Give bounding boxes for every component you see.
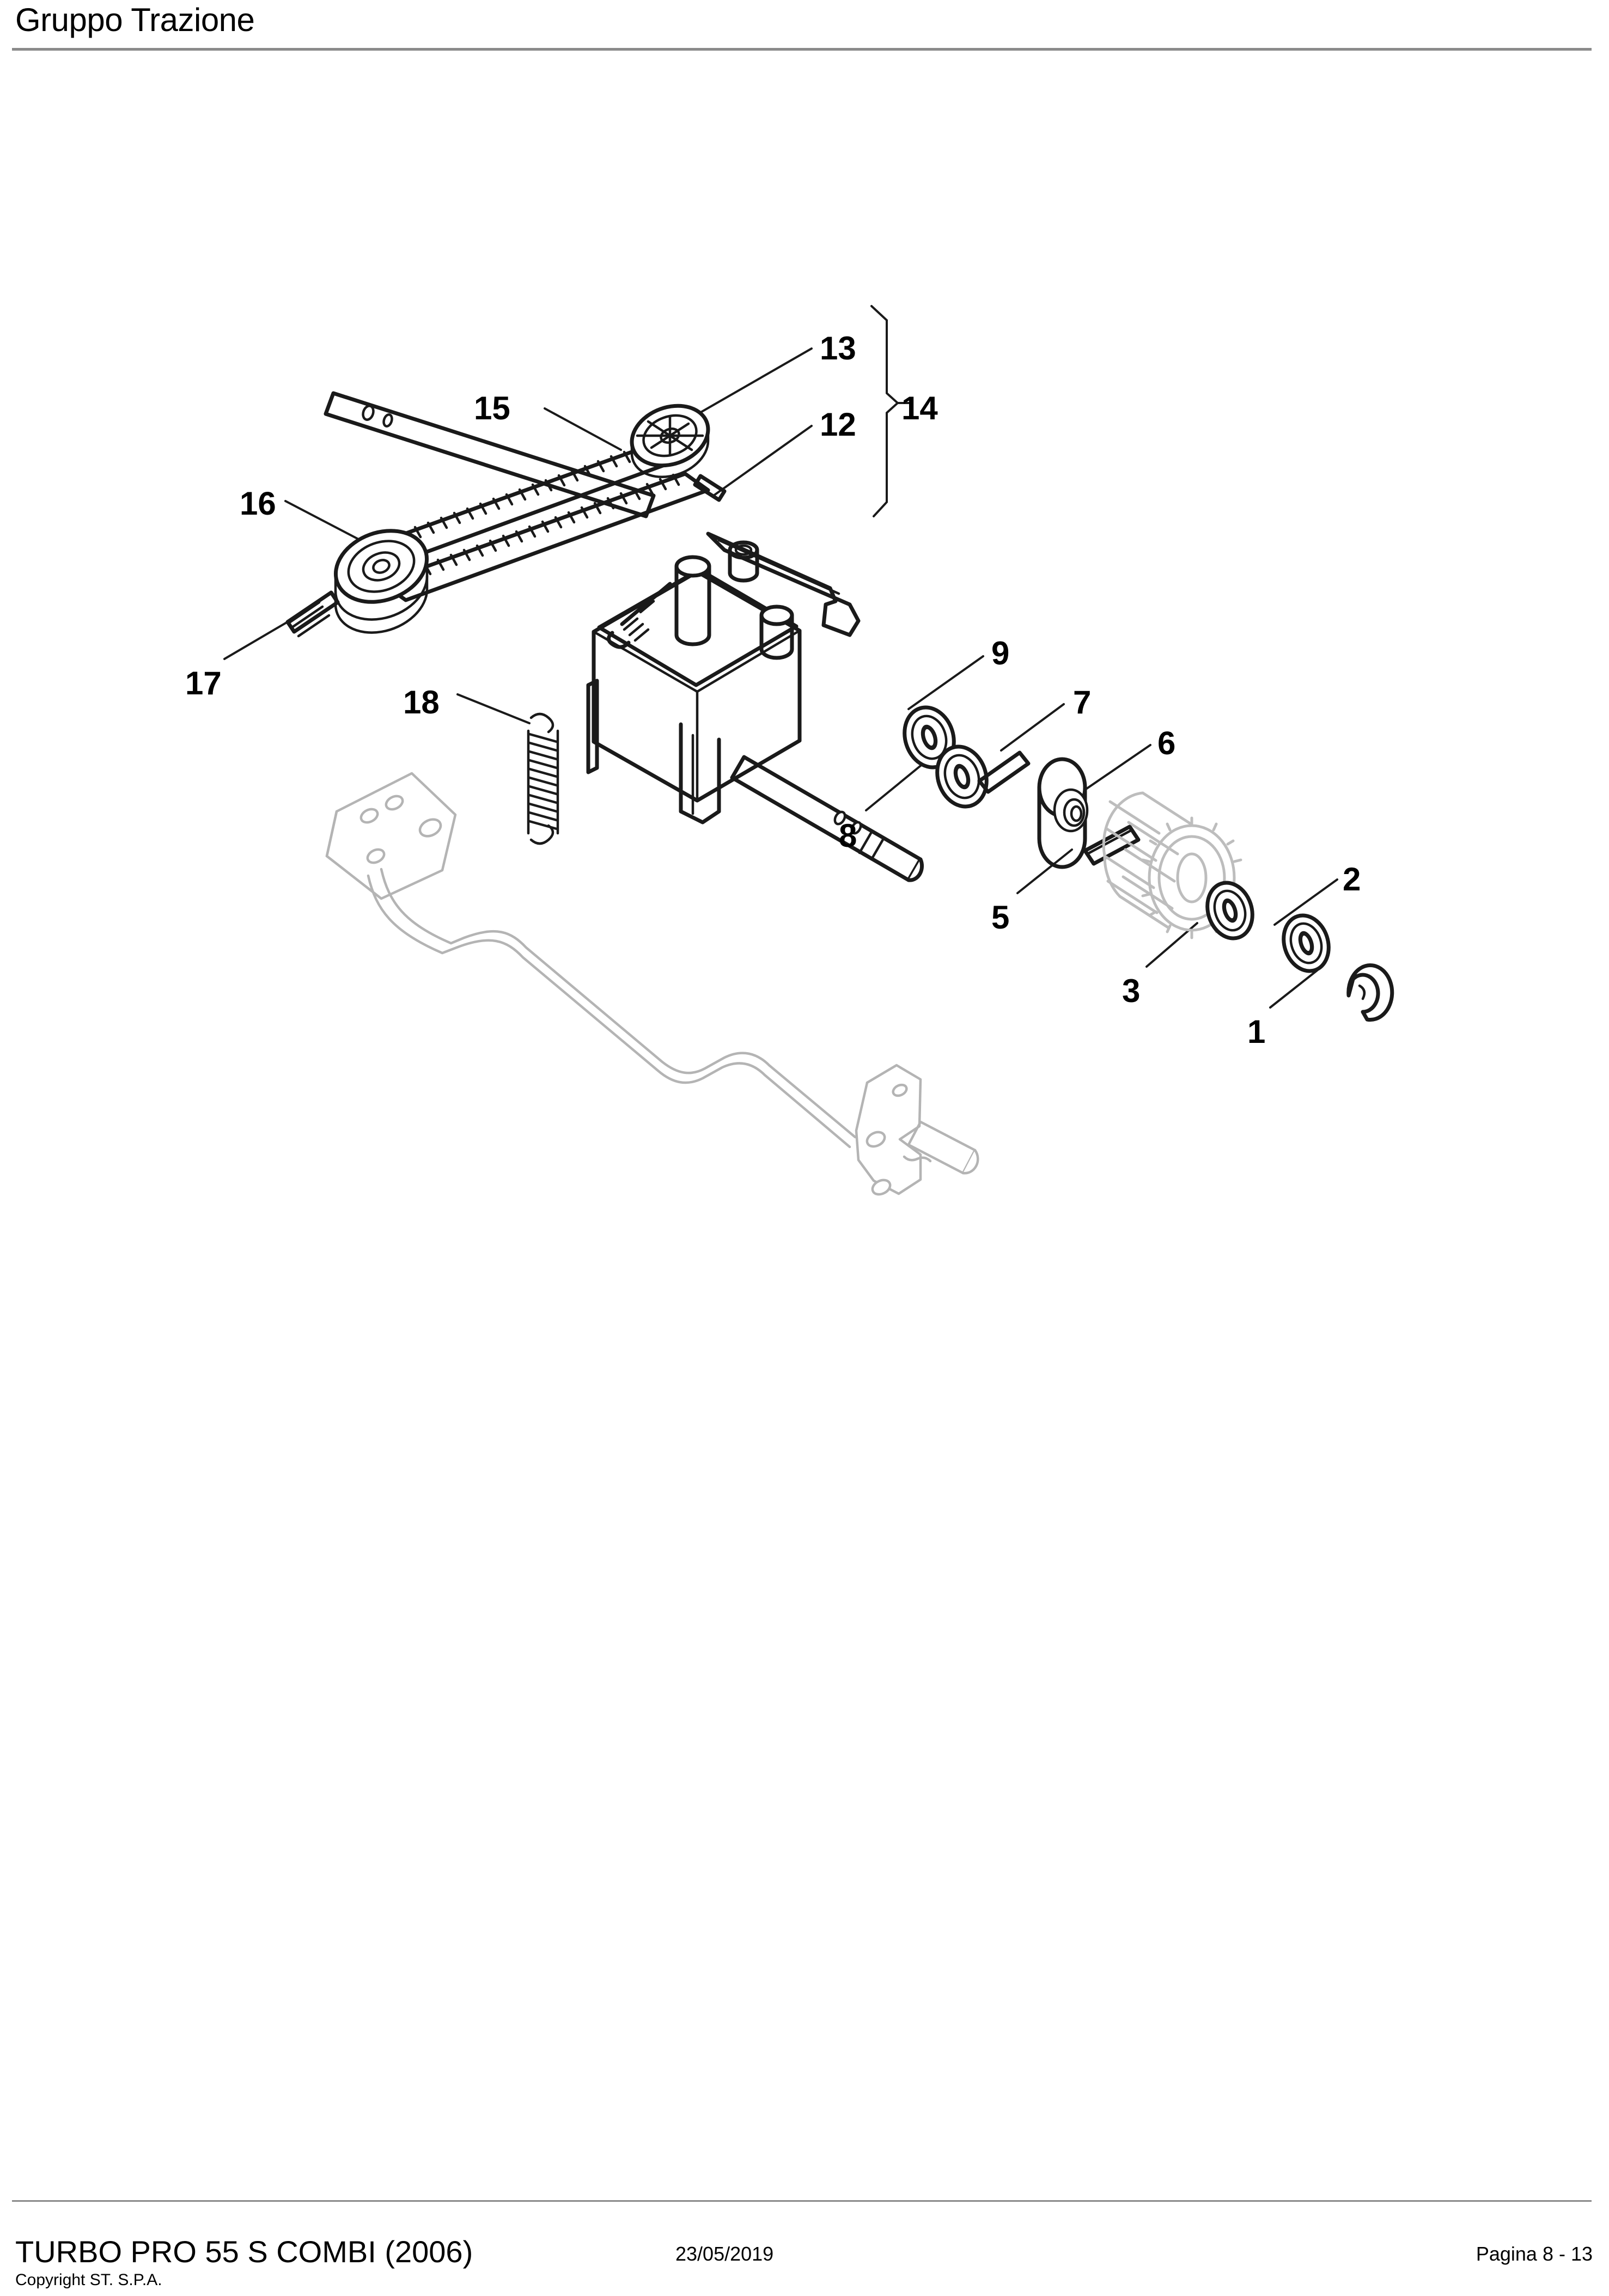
upper-rod — [324, 391, 656, 518]
roll-pin-7 — [977, 750, 1031, 794]
spring-pin-17 — [285, 590, 340, 638]
callout-label-18: 18 — [403, 684, 440, 720]
callout-label-14: 14 — [901, 390, 938, 426]
exploded-parts-diagram: .k { fill:none; stroke:#1a1a1a; stroke-w… — [0, 60, 1609, 2173]
callout-label-6: 6 — [1157, 725, 1176, 761]
tension-spring-18 — [527, 712, 559, 845]
gear — [1102, 791, 1242, 939]
pulley-lower — [333, 529, 429, 634]
header-divider — [12, 48, 1592, 51]
callout-label-8: 8 — [839, 817, 857, 854]
footer-model-name: TURBO PRO 55 S COMBI (2006) — [15, 2234, 473, 2269]
callout-label-3: 3 — [1122, 973, 1141, 1009]
callout-label-17: 17 — [185, 665, 222, 701]
leader-lines — [223, 305, 1338, 1009]
gearbox-housing — [586, 474, 924, 882]
page-footer: TURBO PRO 55 S COMBI (2006) Copyright ST… — [0, 2200, 1609, 2296]
callout-label-9: 9 — [991, 635, 1010, 671]
callout-label-12: 12 — [820, 406, 856, 443]
callout-label-7: 7 — [1073, 684, 1092, 720]
pulley-upper — [630, 404, 710, 479]
belt-and-pulley-assembly — [324, 391, 710, 634]
footer-copyright: Copyright ST. S.P.A. — [15, 2271, 162, 2289]
callout-label-5: 5 — [991, 899, 1010, 936]
washer-8 — [935, 744, 989, 809]
bushing-6 — [1037, 757, 1089, 869]
pedal-linkage-assembly — [325, 772, 979, 1196]
callout-label-2: 2 — [1343, 861, 1361, 897]
washer-9 — [903, 705, 956, 770]
footer-divider — [12, 2200, 1592, 2202]
callout-label-1: 1 — [1247, 1013, 1266, 1050]
washer-3 — [1205, 881, 1254, 941]
right-bracket — [855, 1064, 979, 1196]
callout-label-15: 15 — [474, 390, 510, 426]
mounting-plate — [325, 772, 457, 900]
washer-2 — [1282, 913, 1331, 973]
diagram-svg: .k { fill:none; stroke:#1a1a1a; stroke-w… — [223, 305, 1394, 1196]
footer-page-number: Pagina 8 - 13 — [1476, 2243, 1593, 2265]
callout-label-13: 13 — [820, 330, 856, 367]
e-clip-1 — [1346, 963, 1394, 1022]
footer-date: 23/05/2019 — [675, 2243, 774, 2265]
callout-label-16: 16 — [240, 485, 276, 522]
page-title: Gruppo Trazione — [15, 2, 255, 38]
page-header: Gruppo Trazione — [0, 0, 1609, 60]
bent-control-rod — [367, 868, 857, 1149]
